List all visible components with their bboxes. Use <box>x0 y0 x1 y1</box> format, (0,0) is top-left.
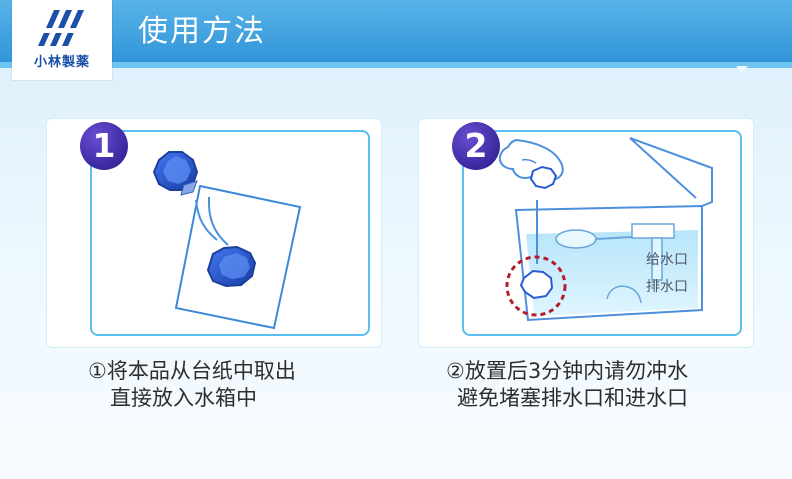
product-peeling-left-icon <box>152 151 199 196</box>
page-header: 小林製薬 使用方法 <box>0 0 792 80</box>
motion-lines-icon <box>195 196 229 246</box>
page-title: 使用方法 <box>138 14 266 49</box>
inlet-label: 给水口 <box>646 252 688 268</box>
header-notch <box>736 66 748 73</box>
product-on-card-icon <box>206 245 257 288</box>
step-1-caption: ①将本品从台纸中取出 直接放入水箱中 <box>88 358 296 412</box>
step-2-badge: 2 <box>452 122 500 170</box>
brand-logo: 小林製薬 <box>12 0 112 80</box>
step-1-illustration <box>152 151 302 330</box>
product-in-hand-icon <box>529 165 558 190</box>
step-1-badge: 1 <box>80 122 128 170</box>
outlet-label: 排水口 <box>646 279 688 295</box>
highlight-ring-icon <box>505 255 567 317</box>
brand-logo-text: 小林製薬 <box>33 55 90 70</box>
step-1-panel: 1 <box>46 118 382 348</box>
step-2-caption: ②放置后3分钟内请勿冲水 避免堵塞排水口和进水口 <box>446 358 688 412</box>
step-2-panel: 给水口 排水口 2 <box>418 118 754 348</box>
step-2-illustration: 给水口 排水口 <box>498 137 713 322</box>
brand-logo-mark <box>36 10 90 46</box>
step-2-frame: 给水口 排水口 <box>462 130 742 336</box>
header-accent-bar <box>0 62 792 68</box>
step-1-caption-line-2: 直接放入水箱中 <box>110 386 257 410</box>
step-1-frame <box>90 130 370 336</box>
tank-hardware <box>555 223 675 304</box>
step-1-caption-line-1: ①将本品从台纸中取出 <box>88 359 296 383</box>
step-2-caption-line-2: 避免堵塞排水口和进水口 <box>457 386 688 410</box>
step-2-caption-line-1: ②放置后3分钟内请勿冲水 <box>446 359 689 383</box>
product-in-tank-icon <box>519 269 554 300</box>
